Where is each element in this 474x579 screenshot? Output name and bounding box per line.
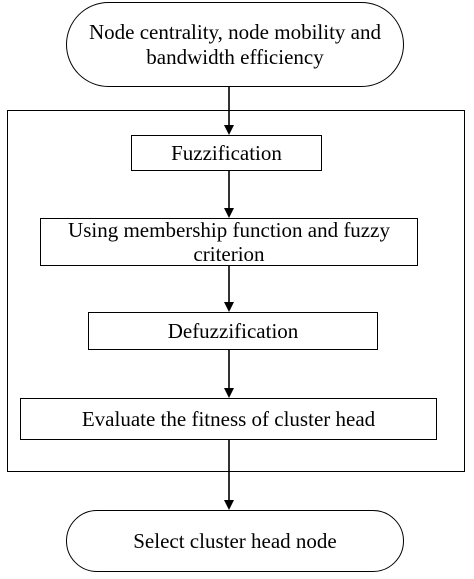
membership-node-label: Using membership function and fuzzy crit…	[68, 217, 390, 266]
defuzzification-node-label: Defuzzification	[167, 318, 299, 343]
fuzzification-node-label: Fuzzification	[171, 140, 282, 165]
end-node-label: Select cluster head node	[133, 528, 337, 553]
process-group-frame	[7, 110, 465, 472]
defuzzification-node: Defuzzification	[88, 312, 378, 350]
evaluate-node: Evaluate the fitness of cluster head	[20, 398, 437, 440]
membership-node: Using membership function and fuzzy crit…	[40, 218, 418, 266]
fuzzification-node: Fuzzification	[131, 135, 322, 171]
end-node: Select cluster head node	[66, 510, 404, 572]
evaluate-node-label: Evaluate the fitness of cluster head	[81, 406, 376, 431]
start-node: Node centrality, node mobility and bandw…	[66, 2, 404, 87]
start-node-label: Node centrality, node mobility and bandw…	[89, 20, 381, 69]
